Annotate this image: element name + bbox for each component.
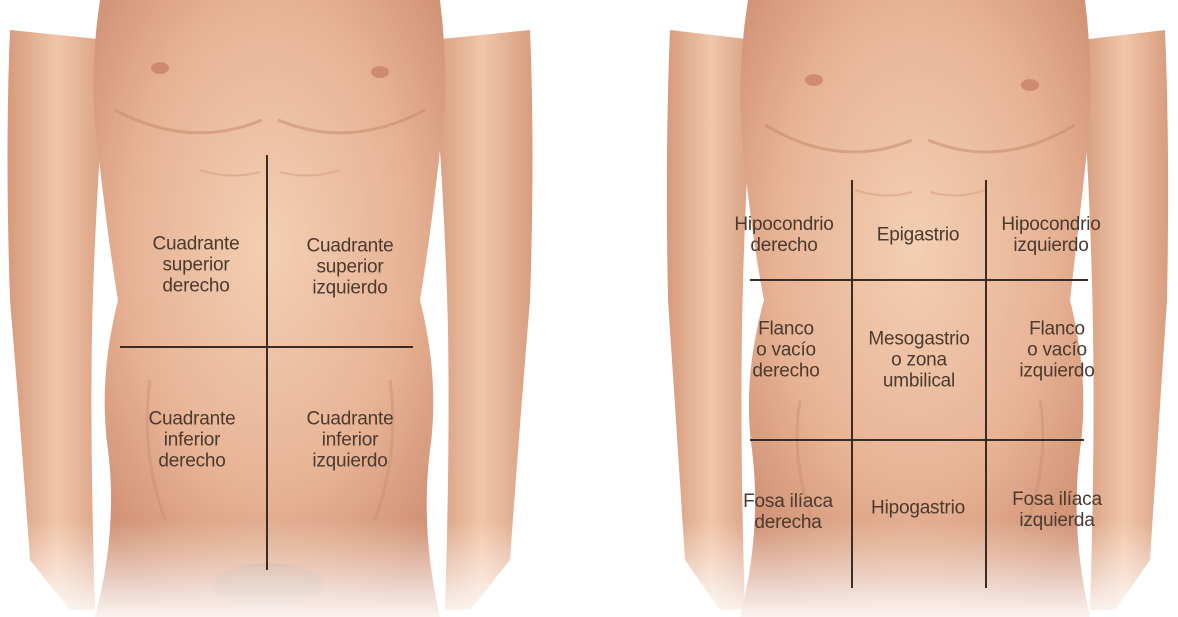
left-nipple: [1021, 79, 1039, 91]
right-nipple: [805, 74, 823, 86]
label-cuadrante-superior-izquierdo: Cuadrante superior izquierdo: [307, 236, 394, 299]
label-hipogastrio: Hipogastrio: [871, 498, 965, 519]
left-nipple: [371, 66, 389, 78]
label-cuadrante-inferior-derecho: Cuadrante inferior derecho: [149, 409, 236, 472]
left-torso-illustration: [0, 0, 540, 617]
label-epigastrio: Epigastrio: [877, 225, 960, 246]
right-nipple: [151, 62, 169, 74]
label-mesogastrio: Mesogastrio o zona umbilical: [868, 329, 969, 392]
label-hipocondrio-izquierdo: Hipocondrio izquierdo: [1001, 214, 1100, 256]
label-cuadrante-superior-derecho: Cuadrante superior derecho: [153, 234, 240, 297]
label-flanco-derecho: Flanco o vacío derecho: [752, 319, 819, 382]
label-fosa-iliaca-derecha: Fosa ilíaca derecha: [743, 491, 833, 533]
label-hipocondrio-derecho: Hipocondrio derecho: [734, 214, 833, 256]
label-flanco-izquierdo: Flanco o vacío izquierdo: [1019, 319, 1094, 382]
label-cuadrante-inferior-izquierdo: Cuadrante inferior izquierdo: [307, 409, 394, 472]
label-fosa-iliaca-izquierda: Fosa ilíaca izquierda: [1012, 489, 1102, 531]
